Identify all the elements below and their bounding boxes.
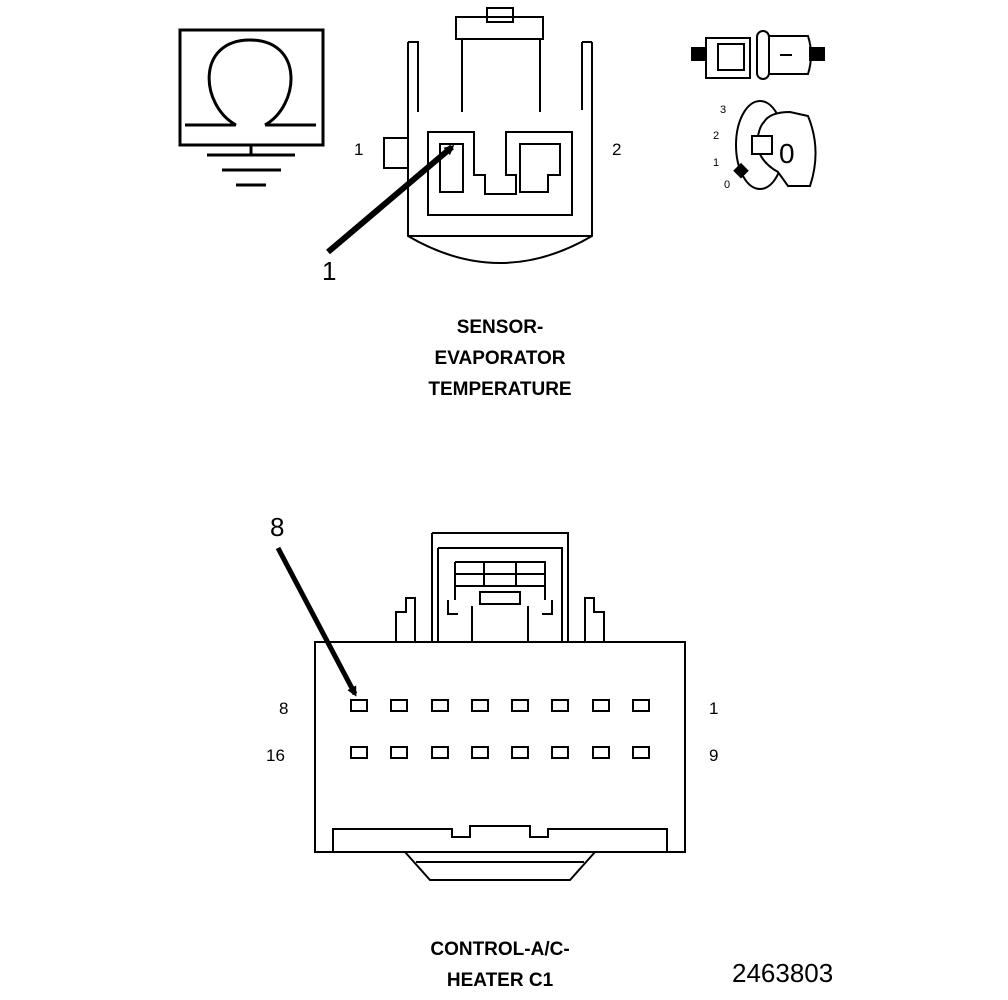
top-title-line-1: SENSOR- bbox=[456, 317, 544, 338]
ignition-position-0: 0 bbox=[724, 179, 731, 191]
callout-arrow-1 bbox=[326, 144, 455, 255]
callout-arrow-8 bbox=[275, 546, 358, 697]
bottom-pin-8-label: 8 bbox=[279, 699, 289, 718]
pin-cavity-grid bbox=[350, 699, 650, 759]
test-probe-icon bbox=[691, 30, 825, 80]
top-connector-title: SENSOR- EVAPORATOR TEMPERATURE bbox=[380, 312, 620, 405]
bottom-callout-label: 8 bbox=[270, 512, 285, 542]
control-heater-connector bbox=[314, 532, 686, 881]
bottom-pin-9-label: 9 bbox=[709, 746, 719, 765]
ignition-position-2: 2 bbox=[713, 130, 720, 142]
top-pin-1-label: 1 bbox=[354, 140, 364, 159]
ignition-position-3: 3 bbox=[720, 104, 727, 116]
bottom-title-line-1: CONTROL-A/C- bbox=[430, 939, 570, 960]
bottom-connector-title: CONTROL-A/C- HEATER C1 bbox=[380, 934, 620, 996]
ohmmeter-ground-icon bbox=[178, 28, 325, 187]
bottom-pin-1-label: 1 bbox=[709, 699, 719, 718]
evaporator-sensor-connector bbox=[383, 7, 593, 264]
ignition-position-1: 1 bbox=[713, 157, 720, 169]
bottom-title-line-2: HEATER C1 bbox=[446, 970, 554, 991]
ignition-key-switch-icon bbox=[733, 100, 817, 190]
figure-number: 2463803 bbox=[732, 958, 834, 988]
top-callout-label: 1 bbox=[322, 256, 337, 286]
top-title-line-2: EVAPORATOR bbox=[434, 348, 566, 369]
ignition-key-label: 0 bbox=[779, 138, 795, 169]
bottom-pin-16-label: 16 bbox=[266, 746, 285, 765]
top-title-line-3: TEMPERATURE bbox=[428, 379, 572, 400]
top-pin-2-label: 2 bbox=[612, 140, 622, 159]
